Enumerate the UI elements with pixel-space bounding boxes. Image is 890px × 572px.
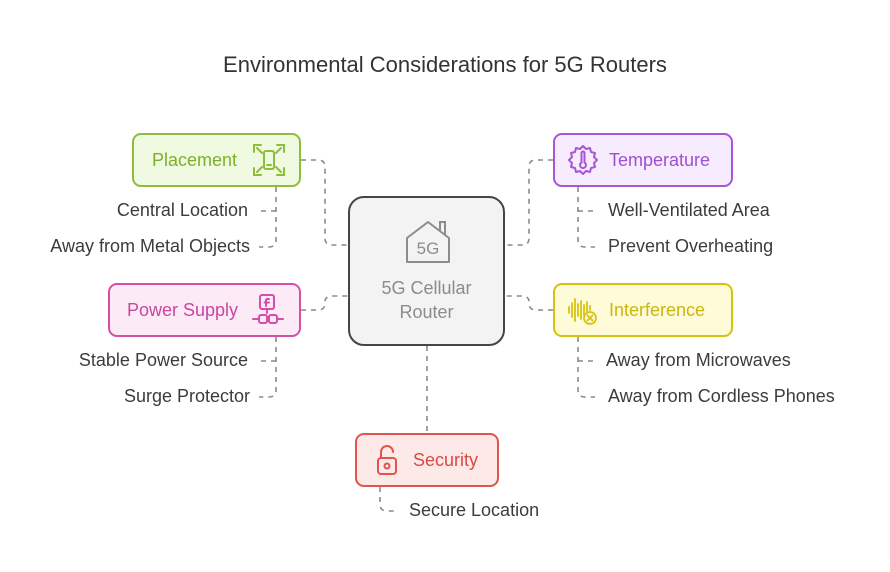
node-placement: Placement xyxy=(132,133,301,187)
diagram-title: Environmental Considerations for 5G Rout… xyxy=(223,52,667,77)
signal-block-icon xyxy=(565,292,601,328)
router-icon-text: 5G xyxy=(417,239,440,258)
center-label: 5G Cellular Router xyxy=(350,276,503,324)
temperature-item-2: Prevent Overheating xyxy=(608,236,774,256)
node-interference-label: Interference xyxy=(609,299,706,320)
thermometer-gear-icon xyxy=(565,142,601,178)
connector-interference-items xyxy=(577,337,595,398)
connector-placement xyxy=(301,159,348,246)
placement-item-2: Away from Metal Objects xyxy=(50,236,250,256)
connector-interference xyxy=(505,295,553,311)
node-security-label: Security xyxy=(413,449,479,470)
connector-temperature xyxy=(505,159,553,246)
center-label-line1: 5G Cellular xyxy=(381,278,472,298)
padlock-icon xyxy=(369,442,405,478)
node-temperature: Temperature xyxy=(553,133,733,187)
house-5g-icon: 5G xyxy=(406,221,450,263)
node-power-supply-label: Power Supply xyxy=(127,299,239,320)
node-power-supply: Power Supply xyxy=(108,283,301,337)
interference-item-1: Away from Microwaves xyxy=(606,350,791,370)
node-security: Security xyxy=(355,433,499,487)
power-plug-icon xyxy=(250,292,286,328)
node-placement-label: Placement xyxy=(152,149,238,170)
connector-power xyxy=(301,295,348,311)
interference-item-2: Away from Cordless Phones xyxy=(608,386,835,406)
security-item-1: Secure Location xyxy=(409,500,540,520)
power-supply-item-2: Surge Protector xyxy=(123,386,250,406)
temperature-item-1: Well-Ventilated Area xyxy=(608,200,770,220)
center-node: 5G 5G Cellular Router xyxy=(348,196,505,346)
connector-security-items xyxy=(379,487,397,512)
center-label-line2: Router xyxy=(399,302,454,322)
connector-placement-items xyxy=(259,187,277,248)
node-temperature-label: Temperature xyxy=(609,149,711,170)
connector-temperature-items xyxy=(577,187,595,248)
placement-item-1: Central Location xyxy=(116,200,248,220)
power-supply-item-1: Stable Power Source xyxy=(78,350,248,370)
node-interference: Interference xyxy=(553,283,733,337)
mobile-focus-icon xyxy=(251,142,287,178)
connector-power-items xyxy=(259,337,277,398)
